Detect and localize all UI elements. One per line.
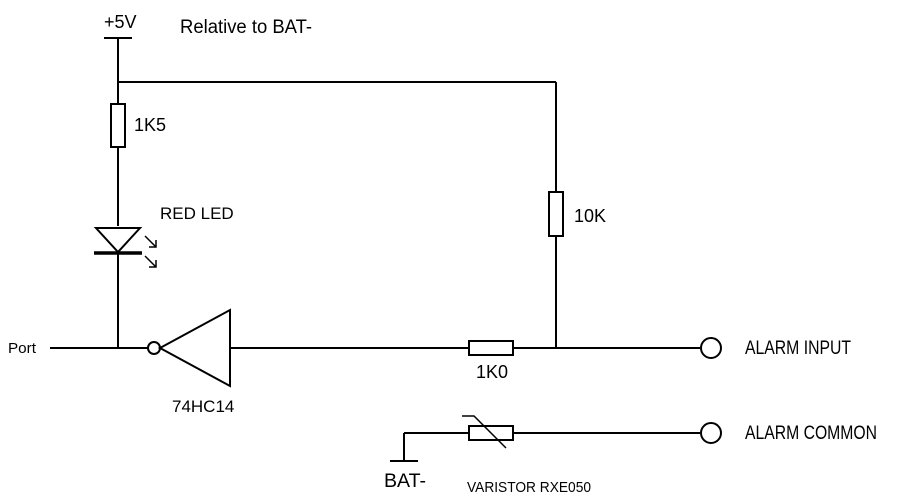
alarm-input-label: ALARM INPUT [745,338,851,359]
varistor-rxe050 [462,415,514,449]
alarm-common-label: ALARM COMMON [745,423,877,444]
port-label: Port [8,340,37,357]
wires [50,37,700,462]
resistor-1k5 [110,103,126,148]
ground-label: BAT- [384,471,426,492]
ic-label: 74HC14 [172,397,234,416]
resistor-10k [548,191,564,237]
resistor-1k5-label: 1K5 [134,115,166,135]
supply-label: +5V [104,12,137,32]
led-triangle [93,227,143,254]
led-label: RED LED [160,204,234,223]
alarm-common-terminal [700,422,722,444]
inverter-triangle [157,308,231,388]
light-emission-arrows-icon [144,235,157,268]
reference-note: Relative to BAT- [180,17,312,38]
led-symbol [93,227,157,268]
inverter-74hc14 [147,308,231,388]
varistor-label: VARISTOR RXE050 [467,479,591,496]
varistor-slash [462,415,507,449]
alarm-input-terminal [700,337,722,359]
resistor-1k0-label: 1K0 [476,362,508,382]
resistor-10k-label: 10K [574,206,606,226]
resistor-1k0 [468,340,514,356]
